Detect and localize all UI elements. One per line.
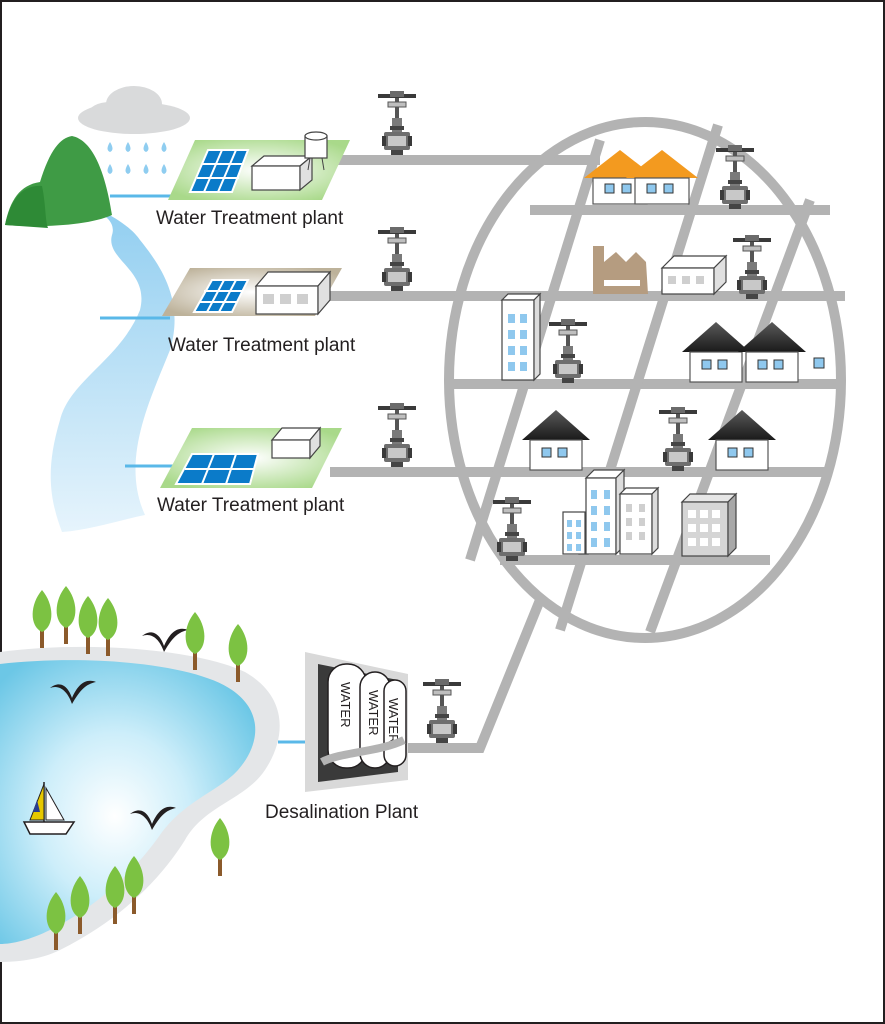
rain-cloud [78, 86, 190, 174]
water-treatment-plant-3 [160, 426, 342, 488]
sea [0, 646, 280, 962]
flow-meter-icon [377, 402, 417, 468]
house-orange-icon [625, 149, 699, 205]
sailboat-icon [22, 782, 76, 835]
desalination-label: Desalination Plant [265, 802, 419, 823]
water-tank-1: WATER [327, 663, 367, 769]
house-dark-icon [707, 409, 777, 471]
flow-meter-icon [492, 496, 532, 562]
office-building-icon [500, 292, 542, 382]
water-treatment-plant-1 [168, 131, 350, 200]
distribution-pipes [330, 155, 600, 753]
desalination-plant: WATER WATER WATER [305, 652, 408, 792]
tree-icon [32, 590, 52, 648]
plant-1-label: Water Treatment plant [156, 208, 344, 229]
water-tank-3: WATER [383, 679, 407, 767]
mountain [5, 136, 112, 228]
flow-meter-icon [658, 406, 698, 472]
river [28, 198, 175, 532]
svg-text:WATER: WATER [338, 682, 353, 728]
tree-icon [56, 586, 76, 644]
flow-meter-icon [377, 90, 417, 156]
plant-3-label: Water Treatment plant [157, 495, 345, 516]
house-dark-icon [737, 321, 807, 383]
flow-meter-icon [732, 234, 772, 300]
flow-meter-icon [422, 678, 462, 744]
svg-text:WATER: WATER [386, 698, 401, 744]
tree-icon [210, 818, 230, 876]
tree-icon [78, 596, 98, 654]
downtown-buildings-icon [562, 468, 738, 558]
water-treatment-plant-2 [162, 268, 342, 316]
intake-pipes [100, 194, 310, 744]
bird-icon [142, 628, 188, 652]
window-icon [813, 357, 825, 369]
svg-text:WATER: WATER [366, 690, 381, 736]
warehouse-icon [660, 254, 728, 296]
factory-icon [593, 246, 648, 294]
flow-meter-icon [377, 226, 417, 292]
house-dark-icon [521, 409, 591, 471]
plant-2-label: Water Treatment plant [168, 335, 356, 356]
flow-meter-icon [548, 318, 588, 384]
